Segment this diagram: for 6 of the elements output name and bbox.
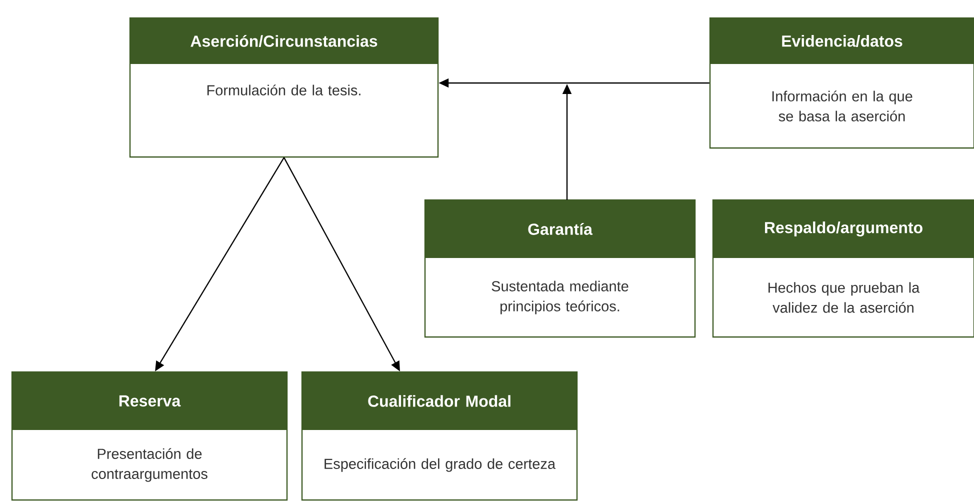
card: Evidencia/datos Información en la que se basa la aserción xyxy=(709,17,974,149)
card: Aserción/Circunstancias Formulación de la tesis. xyxy=(129,17,439,158)
card: Respaldo/argumento Hechos que prueban la validez de la aserción xyxy=(712,199,974,338)
card: Garantía Sustentada mediante principios teóricos. xyxy=(424,199,696,338)
card: Reserva Presentación de contraargumentos xyxy=(11,371,288,501)
card: Cualificador Modal Especificación del grado de certeza xyxy=(301,371,578,501)
